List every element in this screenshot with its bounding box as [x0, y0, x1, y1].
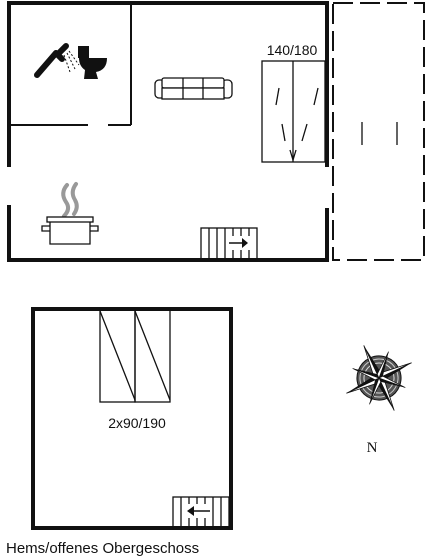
- shower-icon: [34, 43, 80, 78]
- twin-beds-label: 2x90/190: [108, 415, 166, 431]
- sofa-icon: [154, 77, 233, 100]
- ground-floor: 140/180: [7, 1, 425, 262]
- staircase-icon: [172, 496, 230, 528]
- cooking-pot-icon: [41, 182, 99, 245]
- double-bed-icon: [261, 60, 326, 163]
- double-bed-label: 140/180: [267, 42, 318, 58]
- upper-floor-caption: Hems/offenes Obergeschoss: [6, 540, 199, 557]
- compass-north-label: N: [367, 440, 378, 456]
- toilet-icon: [78, 46, 107, 79]
- compass-rose-icon: [346, 345, 412, 411]
- twin-beds-icon: [99, 308, 171, 403]
- staircase-icon: [200, 227, 258, 261]
- terrace-outline: [332, 2, 425, 261]
- upper-floor: 2x90/190 Hems/offenes Obergeschoss: [6, 307, 233, 557]
